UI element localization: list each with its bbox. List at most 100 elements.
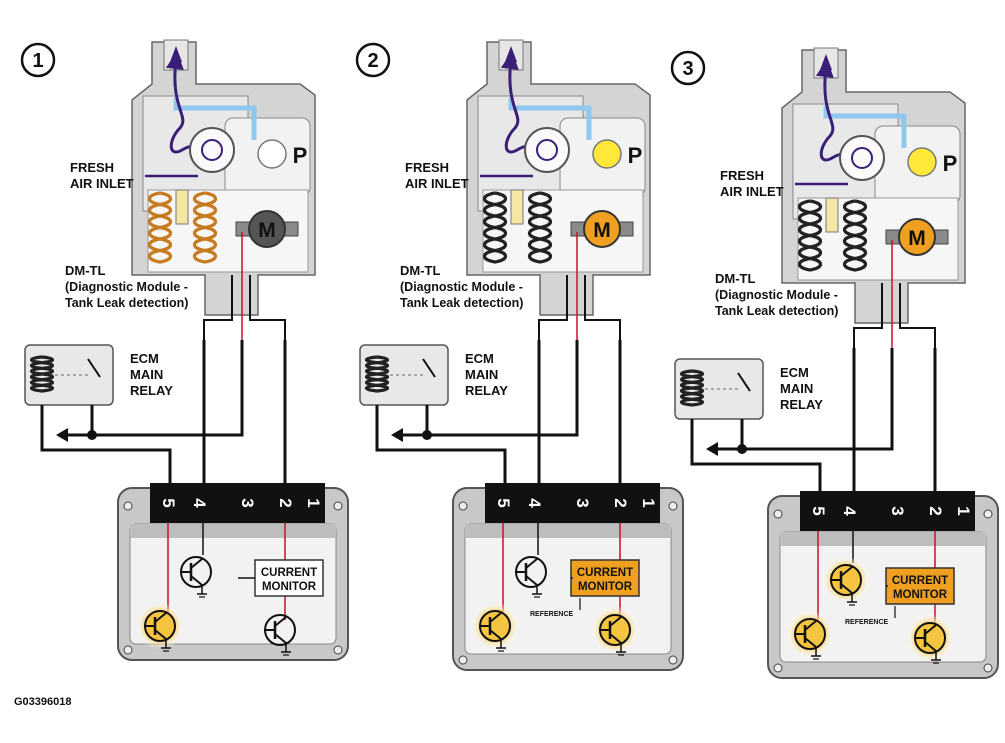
relay-switch bbox=[737, 372, 751, 392]
ecm-pin-2: 2 bbox=[926, 506, 945, 515]
ecm-pin-1: 1 bbox=[639, 498, 658, 507]
dmtl-label: DM-TL bbox=[65, 263, 105, 278]
fresh-air-label: FRESH bbox=[405, 160, 449, 175]
dmtl-desc-2: Tank Leak detection) bbox=[65, 296, 188, 310]
ecm-connector bbox=[800, 491, 975, 531]
ecm-screw-1 bbox=[458, 655, 468, 665]
ecm-screw-3 bbox=[773, 509, 783, 519]
panel-number: 3 bbox=[682, 58, 693, 80]
changeover-valve bbox=[839, 135, 885, 181]
solenoid-core bbox=[510, 189, 524, 225]
solenoid-spring-left bbox=[797, 199, 823, 272]
relay-switch bbox=[87, 358, 101, 378]
ecm-pin-5: 5 bbox=[809, 506, 828, 515]
current-monitor-label-2: MONITOR bbox=[262, 581, 317, 593]
relay-label-2: MAIN bbox=[465, 367, 498, 382]
valve-port bbox=[536, 139, 558, 161]
ecm-pin-3: 3 bbox=[238, 498, 257, 507]
ecm-transistor-pin2-emitter bbox=[274, 633, 287, 644]
wire-harness-b bbox=[584, 275, 621, 340]
changeover-valve bbox=[524, 127, 570, 173]
ecm-transistor-pin4-collector bbox=[525, 558, 538, 569]
air-inlet-label: AIR INLET bbox=[70, 176, 134, 191]
dmtl-desc-2: Tank Leak detection) bbox=[715, 304, 838, 318]
relay-label-3: RELAY bbox=[130, 383, 173, 398]
ecm-transistor-pin5-emitter bbox=[154, 629, 167, 640]
ecm-transistor-pin4-emitter bbox=[840, 583, 853, 594]
pump-label: P bbox=[293, 143, 308, 168]
ecm-pin-3: 3 bbox=[573, 498, 592, 507]
panel-number: 2 bbox=[367, 50, 378, 72]
solenoid-core bbox=[175, 189, 189, 225]
relay-label-1: ECM bbox=[780, 365, 809, 380]
relay-coil bbox=[679, 369, 705, 407]
ecm-screw-1 bbox=[123, 645, 133, 655]
wire-harness-a bbox=[853, 283, 883, 348]
ecm-screw-4 bbox=[983, 509, 993, 519]
air-inlet-label: AIR INLET bbox=[405, 176, 469, 191]
airflow-arrow-head bbox=[170, 46, 182, 62]
pump-label: P bbox=[628, 143, 643, 168]
pump-circle bbox=[592, 139, 622, 169]
ecm-screw-1 bbox=[773, 663, 783, 673]
ecm-screw-3 bbox=[123, 501, 133, 511]
supply-arrow bbox=[706, 442, 718, 456]
dmtl-label: DM-TL bbox=[400, 263, 440, 278]
air-duct bbox=[823, 106, 907, 148]
ecm-transistor-pin4-emitter bbox=[525, 575, 538, 586]
relay-label-2: MAIN bbox=[130, 367, 163, 382]
reference-label: REFERENCE bbox=[530, 611, 574, 618]
current-monitor-box bbox=[570, 559, 640, 597]
wire-relay-supply bbox=[425, 340, 579, 437]
current-monitor-label-1: CURRENT bbox=[892, 575, 948, 587]
motor-label: M bbox=[593, 219, 611, 242]
ecm-screw-2 bbox=[333, 645, 343, 655]
relay-coil bbox=[364, 355, 390, 393]
motor bbox=[898, 218, 936, 256]
ecm-pin-5: 5 bbox=[159, 498, 178, 507]
ecm-transistor-pin4-collector bbox=[190, 558, 203, 569]
wire-harness-a bbox=[538, 275, 568, 340]
ecm-board-strip bbox=[130, 524, 336, 538]
ecm-pin-1: 1 bbox=[954, 506, 973, 515]
air-duct bbox=[173, 98, 257, 140]
motor-label: M bbox=[258, 219, 276, 242]
ecm-screw-2 bbox=[983, 663, 993, 673]
ecm-transistor-pin2-collector bbox=[924, 624, 937, 635]
valve-port bbox=[201, 139, 223, 161]
motor bbox=[583, 210, 621, 248]
ecm-transistor-pin2-emitter bbox=[609, 633, 622, 644]
fresh-air-label: FRESH bbox=[70, 160, 114, 175]
figure-code: G03396018 bbox=[14, 696, 72, 708]
wire-harness-a bbox=[203, 275, 233, 340]
wire-pin5 bbox=[40, 405, 172, 483]
current-monitor-box bbox=[254, 559, 324, 597]
solenoid-spring-right bbox=[527, 191, 553, 264]
ecm-screw-3 bbox=[458, 501, 468, 511]
relay-label-1: ECM bbox=[130, 351, 159, 366]
current-monitor-label-1: CURRENT bbox=[577, 567, 633, 579]
fresh-air-label: FRESH bbox=[720, 168, 764, 183]
ecm-transistor-pin5-collector bbox=[804, 620, 817, 631]
wire-pin5 bbox=[690, 419, 822, 491]
ecm-transistor-pin4-emitter bbox=[190, 575, 203, 586]
ecm-transistor-pin5-emitter bbox=[489, 629, 502, 640]
dmtl-desc-2: Tank Leak detection) bbox=[400, 296, 523, 310]
dmtl-desc-1: (Diagnostic Module - bbox=[715, 288, 838, 302]
ecm-pin-3: 3 bbox=[888, 506, 907, 515]
ecm-pin-2: 2 bbox=[611, 498, 630, 507]
pump-label: P bbox=[943, 151, 958, 176]
ecm-transistor-pin5-emitter bbox=[804, 637, 817, 648]
dmtl-desc-1: (Diagnostic Module - bbox=[400, 280, 523, 294]
ecm-connector bbox=[150, 483, 325, 523]
wire-harness-b bbox=[249, 275, 286, 340]
air-inlet-label: AIR INLET bbox=[720, 184, 784, 199]
current-monitor-box bbox=[885, 567, 955, 605]
panel-number-circle bbox=[20, 42, 56, 78]
valve-port bbox=[851, 147, 873, 169]
ecm-transistor-pin5-collector bbox=[489, 612, 502, 623]
supply-arrow bbox=[56, 428, 68, 442]
